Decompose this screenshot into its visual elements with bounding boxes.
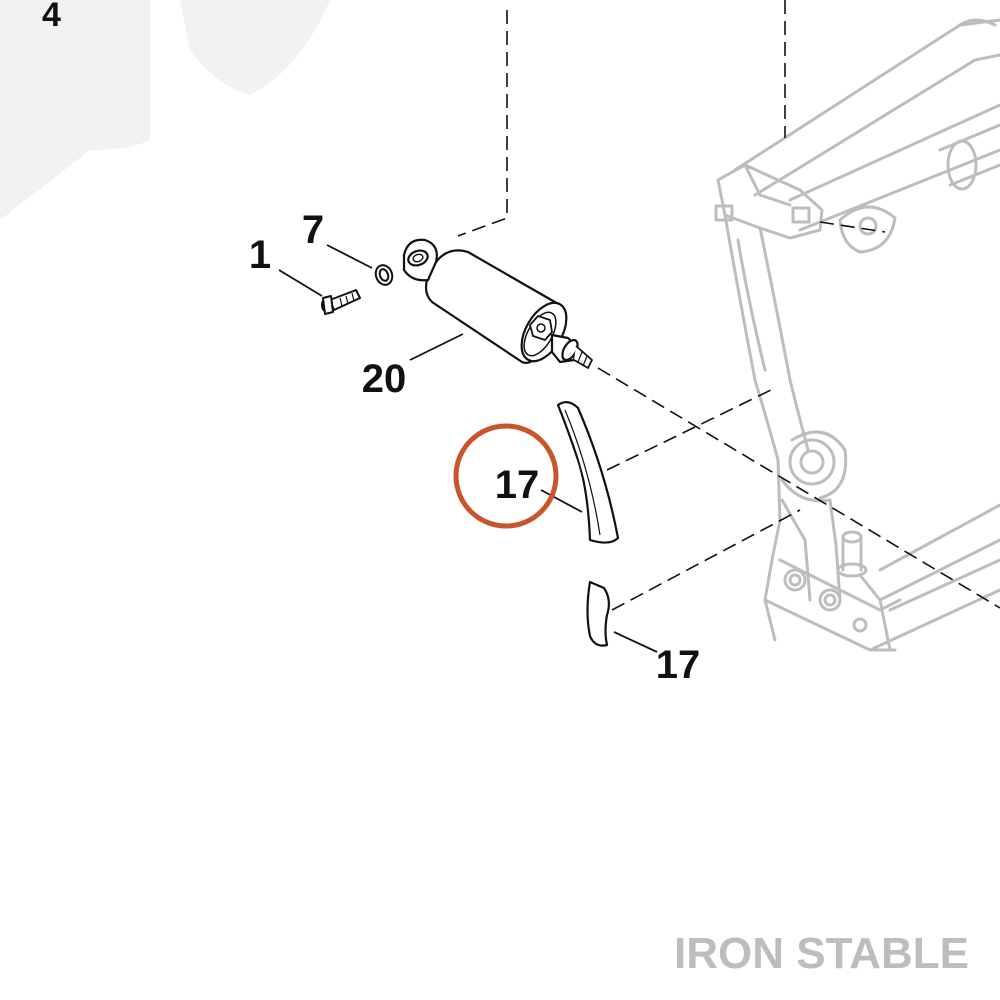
- callout-bolt: 1: [249, 233, 271, 277]
- callout-corner: 4: [42, 0, 61, 34]
- trim-strip-lower: [586, 580, 611, 647]
- watermark-shape: [0, 0, 330, 220]
- canister-part: [402, 238, 593, 369]
- callout-washer: 7: [302, 208, 324, 252]
- motorcycle-frame: [714, 18, 1000, 652]
- assembly-leader-lines: [457, 0, 1000, 611]
- washer-part: [374, 264, 394, 286]
- callout-trim-upper: 17: [495, 463, 540, 507]
- watermark-brand-text: IRON STABLE: [674, 929, 969, 978]
- trim-strip-upper: [556, 401, 620, 544]
- callout-trim-lower: 17: [656, 643, 701, 687]
- callout-canister: 20: [362, 357, 407, 401]
- bolt-part: [321, 289, 361, 315]
- callout-leaders: [278, 244, 658, 653]
- highlight-circle: [453, 423, 559, 529]
